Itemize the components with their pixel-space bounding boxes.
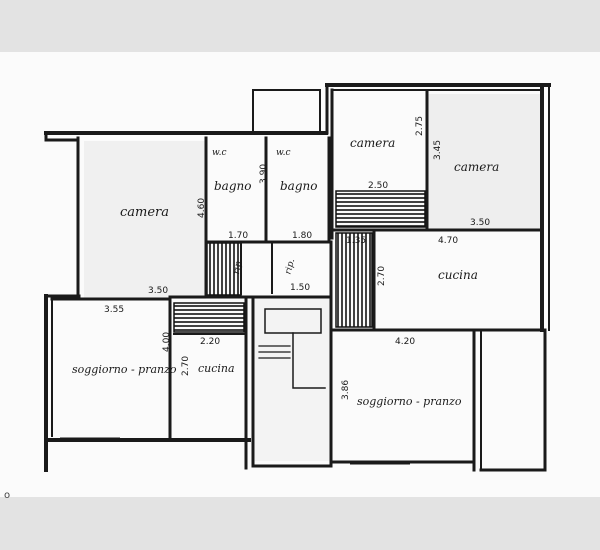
stair-hatch-mid [335, 232, 373, 328]
room-wc-2: w.c [276, 148, 291, 158]
dim-4-60: 4.60 [197, 198, 207, 218]
room-soggiorno-right: soggiorno - pranzo [357, 395, 462, 408]
room-bagno-2: bagno [280, 179, 317, 193]
room-soggiorno-left: soggiorno - pranzo [72, 363, 177, 376]
room-rip-2: rip. [284, 258, 298, 276]
margin-mark: o [4, 490, 10, 501]
room-rip-1: rip. [232, 258, 245, 275]
dim-2-70-left: 2.70 [181, 356, 191, 376]
dim-3-90: 3.90 [259, 164, 269, 184]
room-camera-top: camera [350, 136, 395, 150]
dim-3-86: 3.86 [341, 380, 351, 400]
window-marks [60, 85, 528, 465]
room-cucina-left: cucina [198, 362, 235, 375]
room-wc-1: w.c [212, 148, 227, 158]
dim-2-70-right: 2.70 [377, 266, 387, 286]
stair-hatch-top [335, 190, 426, 228]
room-cucina-right: cucina [438, 268, 478, 282]
dim-2-20: 2.20 [200, 337, 220, 347]
walls [44, 83, 551, 472]
dim-3-50-right: 3.50 [470, 218, 490, 228]
dim-1-80: 1.80 [292, 231, 312, 241]
dim-4-20: 4.20 [395, 337, 415, 347]
dim-3-45: 3.45 [433, 140, 443, 160]
shade-camera-right [427, 94, 540, 229]
room-bagno-1: bagno [214, 179, 251, 193]
dim-1-50: 1.50 [290, 283, 310, 293]
stair-hatch-left [173, 302, 245, 333]
dim-3-50-left: 3.50 [148, 286, 168, 296]
dim-2-75: 2.75 [415, 116, 425, 136]
shade-camera-left [84, 141, 206, 299]
dim-2-50: 2.50 [368, 181, 388, 191]
dim-4-70: 4.70 [438, 236, 458, 246]
dim-4-00: 4.00 [162, 332, 172, 352]
room-camera-left: camera [120, 205, 169, 220]
dim-1-70: 1.70 [228, 231, 248, 241]
dim-3-55: 3.55 [104, 305, 124, 315]
dim-1-35: 1.35 [346, 236, 366, 246]
room-camera-right: camera [454, 160, 499, 174]
